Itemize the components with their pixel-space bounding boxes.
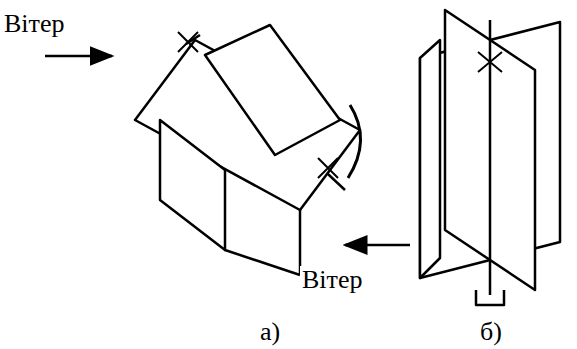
figure-label: б): [478, 318, 504, 346]
figure-label: а): [258, 318, 282, 346]
vertical-rotor: [420, 10, 560, 305]
wind-arrow: [345, 244, 410, 247]
wind-arrow: [45, 55, 112, 58]
wind-label: Вітер: [2, 10, 66, 38]
horizontal-rotor: [135, 25, 361, 275]
wind-label: Вітер: [300, 266, 364, 294]
